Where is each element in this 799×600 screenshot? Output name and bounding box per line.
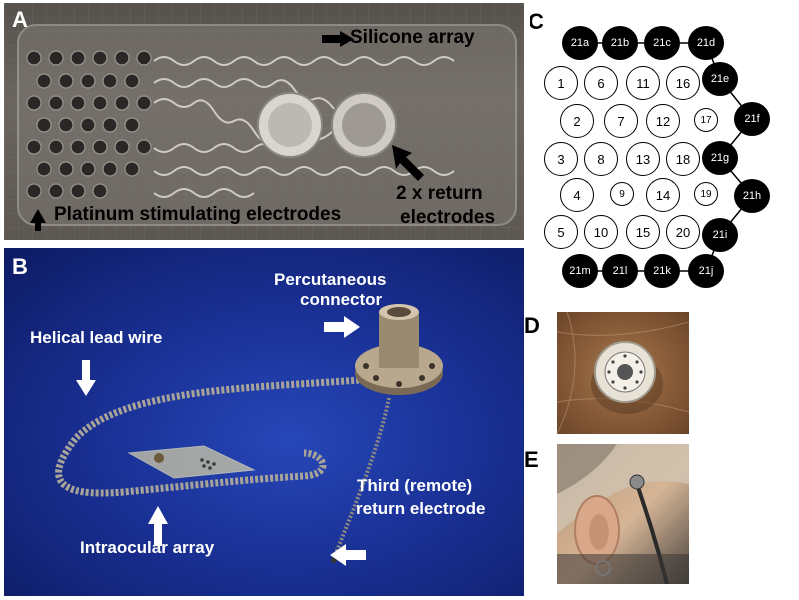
electrode-21l: 21l bbox=[602, 254, 638, 288]
panel-a-image bbox=[4, 3, 524, 240]
electrode-21i: 21i bbox=[702, 218, 738, 252]
electrode-8: 8 bbox=[584, 142, 618, 176]
electrode-21b: 21b bbox=[602, 26, 638, 60]
panel-c-diagram: C 1 2 3 4 5 6 7 8 9 10 11 12 13 14 15 16… bbox=[530, 3, 795, 303]
panel-label-c: C bbox=[530, 9, 544, 34]
percutaneous-label-line2: connector bbox=[300, 290, 383, 309]
electrode-14: 14 bbox=[646, 178, 680, 212]
electrode-9: 9 bbox=[610, 182, 634, 206]
electrode-6: 6 bbox=[584, 66, 618, 100]
silicone-array-label: Silicone array bbox=[350, 27, 475, 48]
panel-d-photo bbox=[557, 312, 689, 434]
electrode-11: 11 bbox=[626, 66, 660, 100]
connector-skin-image bbox=[557, 312, 689, 434]
electrode-15: 15 bbox=[626, 215, 660, 249]
electrode-3: 3 bbox=[544, 142, 578, 176]
electrode-21j: 21j bbox=[688, 254, 724, 288]
electrode-21d: 21d bbox=[688, 26, 724, 60]
electrode-5: 5 bbox=[544, 215, 578, 249]
remote-electrode-label-line1: Third (remote) bbox=[357, 476, 473, 495]
panel-label-e: E bbox=[524, 447, 539, 472]
electrode-20: 20 bbox=[666, 215, 700, 249]
panel-a-photo: A Silicone array Platinum stimulating el… bbox=[4, 3, 524, 240]
panel-label-d: D bbox=[524, 313, 540, 338]
electrode-16: 16 bbox=[666, 66, 700, 100]
electrode-21g: 21g bbox=[702, 141, 738, 175]
electrode-7: 7 bbox=[604, 104, 638, 138]
remote-electrode-label-line2: return electrode bbox=[356, 499, 486, 518]
return-electrodes-label-line2: electrodes bbox=[400, 207, 496, 228]
electrode-21c: 21c bbox=[644, 26, 680, 60]
electrode-21e: 21e bbox=[702, 62, 738, 96]
panel-label-b: B bbox=[12, 254, 28, 279]
patient-ear-image bbox=[557, 444, 689, 584]
electrode-21f: 21f bbox=[734, 102, 770, 136]
platinum-electrodes-label: Platinum stimulating electrodes bbox=[54, 204, 342, 225]
electrode-13: 13 bbox=[626, 142, 660, 176]
electrode-12: 12 bbox=[646, 104, 680, 138]
electrode-21h: 21h bbox=[734, 179, 770, 213]
percutaneous-label-line1: Percutaneous bbox=[274, 270, 387, 289]
electrode-18: 18 bbox=[666, 142, 700, 176]
electrode-21a: 21a bbox=[562, 26, 598, 60]
helical-lead-label: Helical lead wire bbox=[30, 328, 163, 347]
electrode-19: 19 bbox=[694, 182, 718, 206]
return-electrodes-label-line1: 2 x return bbox=[396, 183, 483, 204]
electrode-21m: 21m bbox=[562, 254, 598, 288]
electrode-1: 1 bbox=[544, 66, 578, 100]
electrode-2: 2 bbox=[560, 104, 594, 138]
intraocular-array-label: Intraocular array bbox=[80, 538, 215, 557]
electrode-4: 4 bbox=[560, 178, 594, 212]
electrode-17: 17 bbox=[694, 108, 718, 132]
panel-label-a: A bbox=[12, 7, 28, 32]
electrode-10: 10 bbox=[584, 215, 618, 249]
electrode-21k: 21k bbox=[644, 254, 680, 288]
panel-e-photo bbox=[557, 444, 689, 584]
panel-b-photo: B Percutaneous connector Helical lead wi… bbox=[4, 248, 524, 596]
panel-b-image bbox=[55, 304, 443, 566]
